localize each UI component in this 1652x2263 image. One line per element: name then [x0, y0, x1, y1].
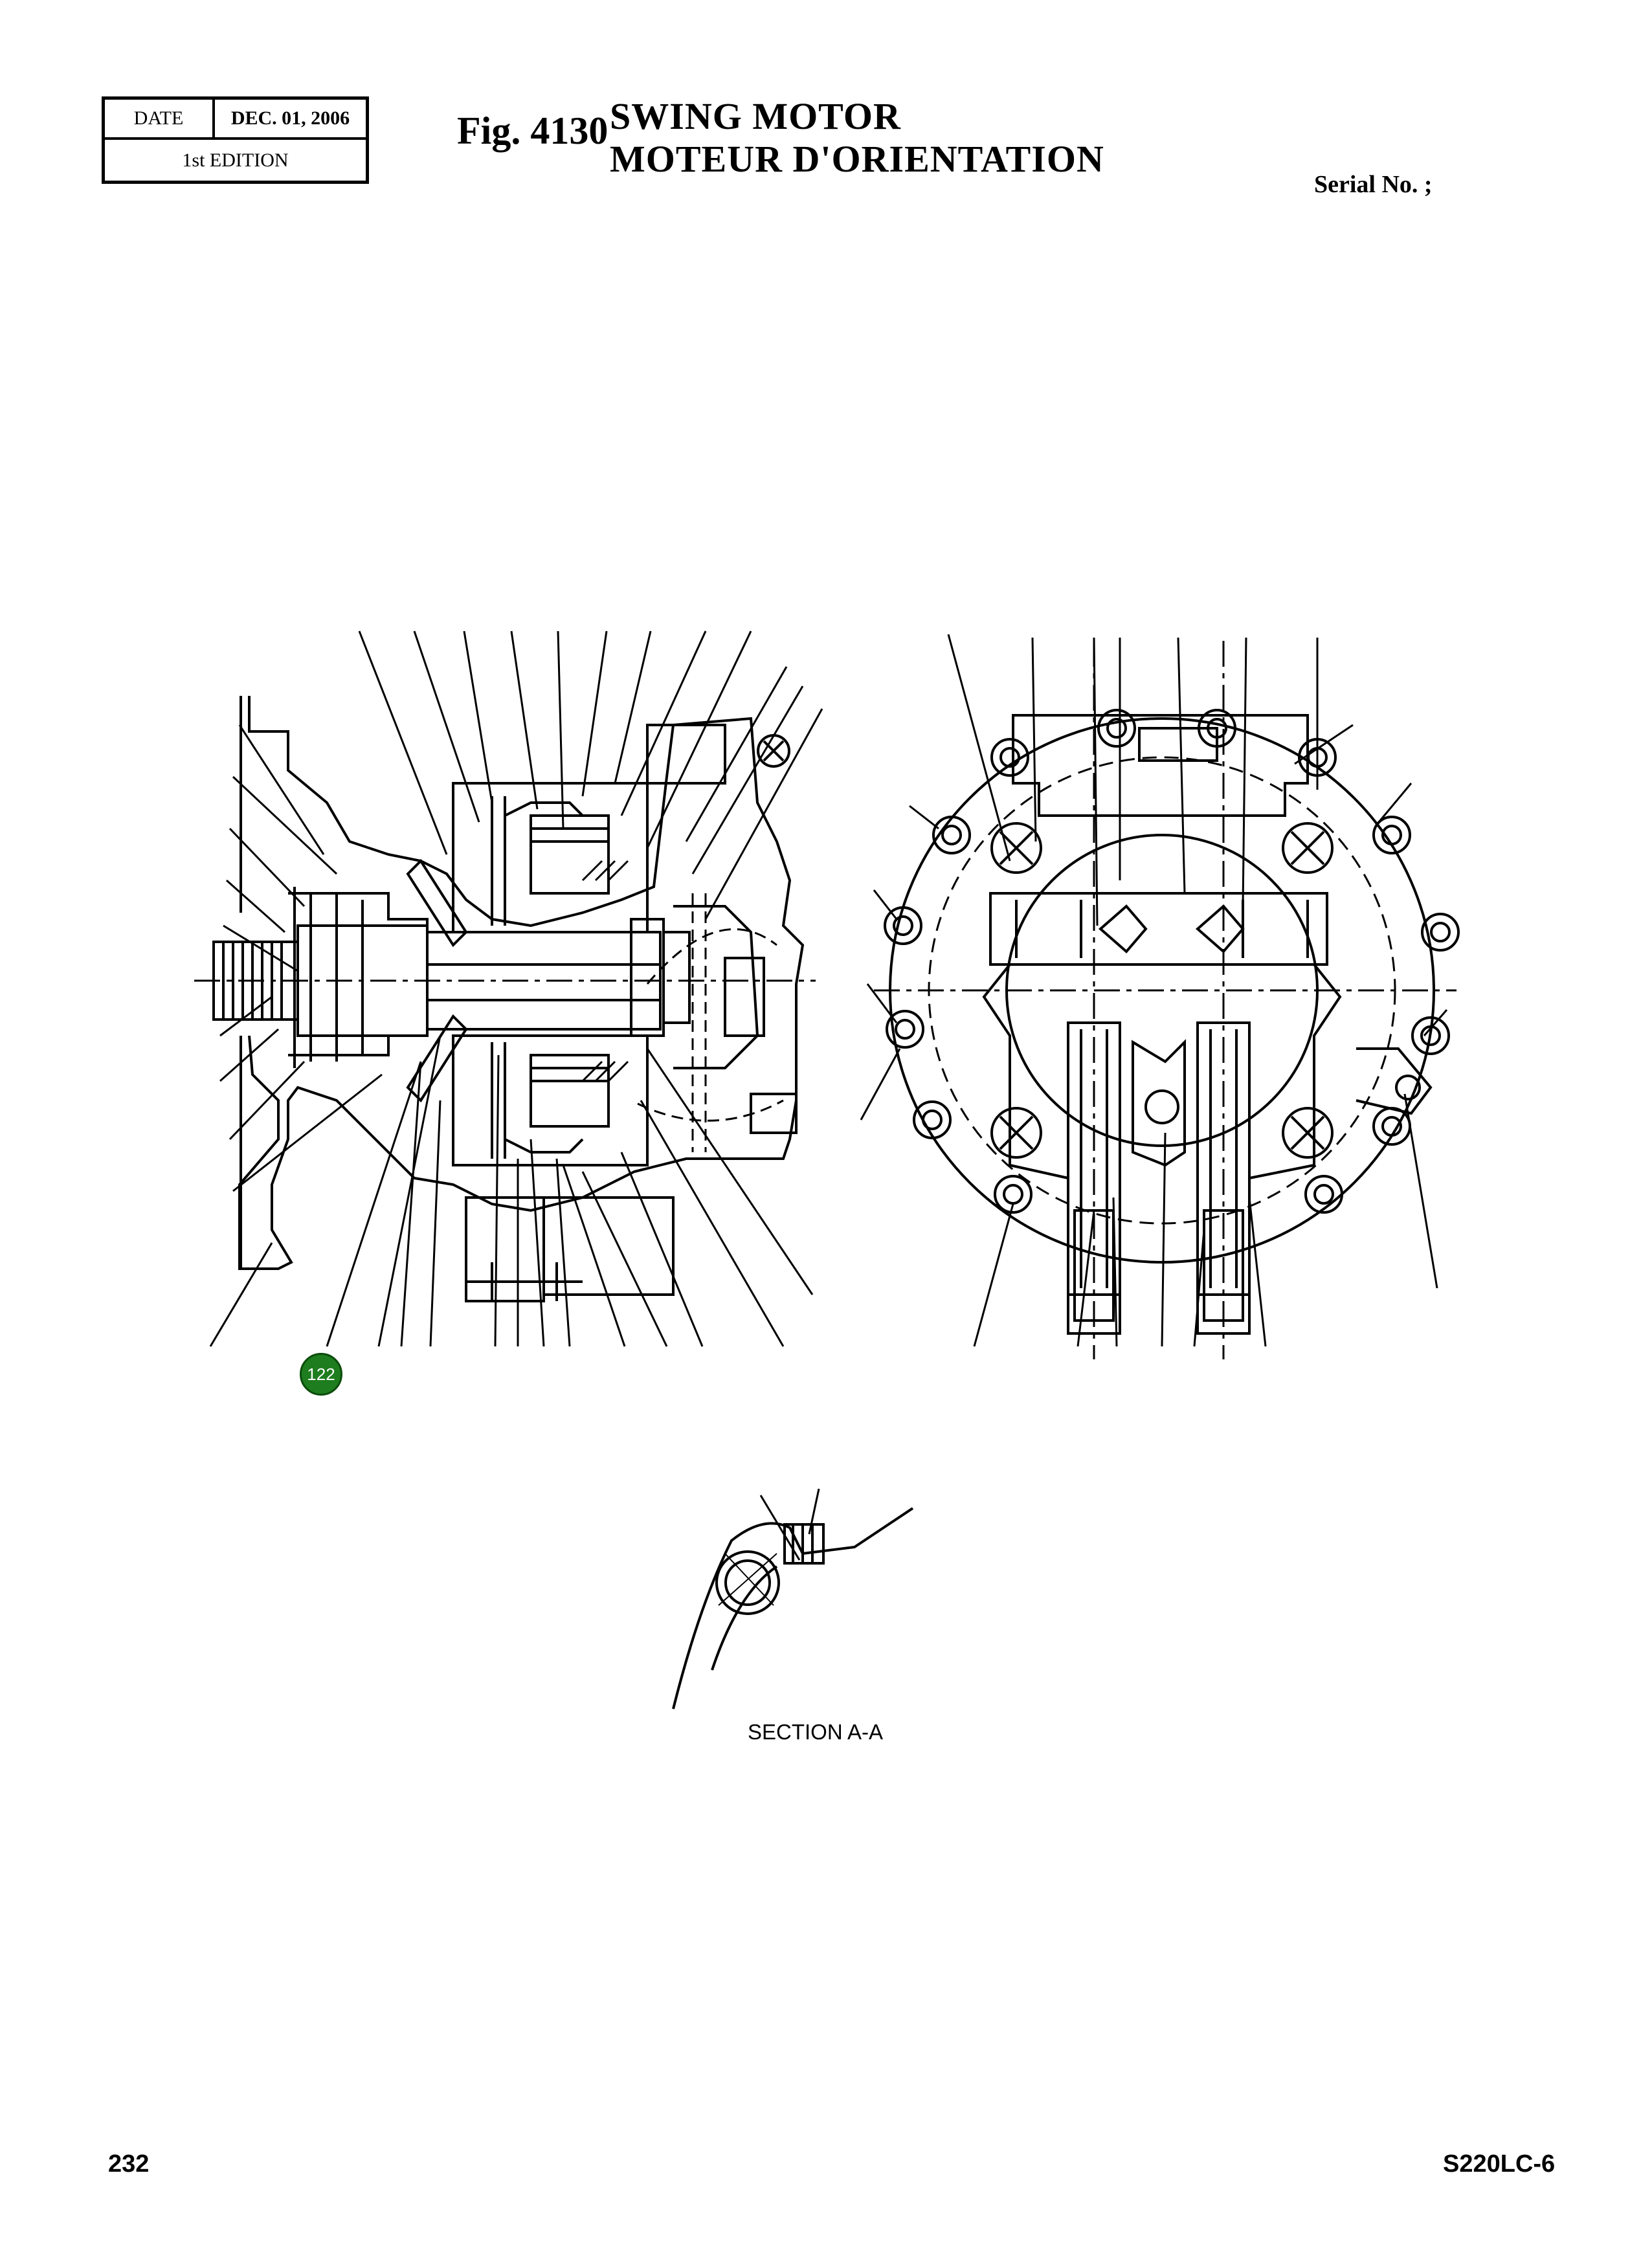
model-number: S220LC-6: [1443, 2150, 1556, 2178]
date-row: DATE DEC. 01, 2006: [105, 100, 366, 140]
figure-number: Fig. 4130: [457, 109, 608, 152]
section-label: SECTION A-A: [748, 1720, 884, 1744]
end-view: [874, 641, 1460, 1359]
serial-number-label: Serial No. ;: [1314, 171, 1433, 198]
title-french: MOTEUR D'ORIENTATION: [610, 138, 1104, 180]
date-edition-box: DATE DEC. 01, 2006 1st EDITION: [102, 96, 369, 184]
page-number: 232: [108, 2150, 150, 2178]
date-value: DEC. 01, 2006: [230, 107, 350, 129]
leader-lines-left: [209, 630, 823, 1347]
date-label: DATE: [105, 100, 215, 137]
edition-label: 1st EDITION: [182, 149, 289, 171]
part-callout-122[interactable]: 122: [300, 1353, 342, 1396]
leader-lines-right: [860, 634, 1448, 1347]
side-section-view: [194, 696, 816, 1302]
section-a-a-detail: [672, 1488, 914, 1710]
title-english: SWING MOTOR: [610, 95, 901, 137]
